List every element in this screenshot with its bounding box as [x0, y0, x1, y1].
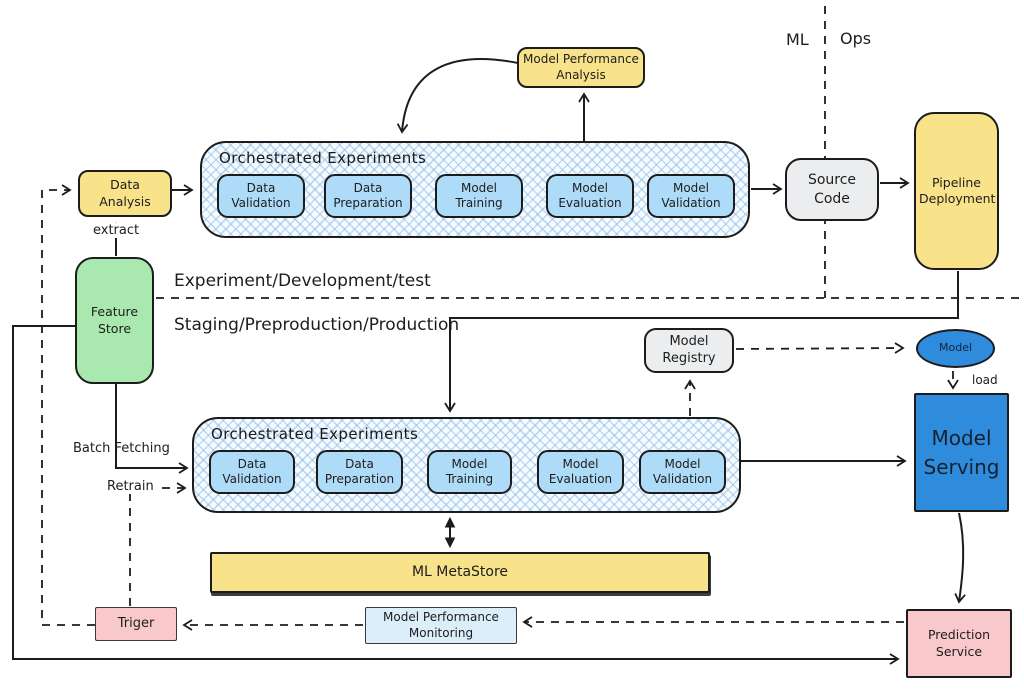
container-orchestrated-experiments-dev: Orchestrated Experiments Data Validation…	[200, 141, 750, 238]
node-trigger: Triger	[95, 607, 177, 641]
node-feature-store: Feature Store	[75, 257, 154, 384]
step-data-preparation: Data Preparation	[316, 450, 403, 494]
node-label: Feature Store	[90, 304, 139, 336]
node-data-analysis: Data Analysis	[78, 170, 172, 217]
node-source-code: Source Code	[785, 158, 879, 221]
step-model-validation: Model Validation	[639, 450, 726, 494]
node-ml-metastore: ML MetaStore	[210, 552, 710, 593]
edge-trigger-to-data-analysis	[41, 184, 95, 626]
node-model-serving: Model Serving	[914, 393, 1009, 512]
label-lane-experiment: Experiment/Development/test	[174, 271, 431, 291]
step-data-preparation: Data Preparation	[324, 174, 412, 218]
node-label: Model Performance Monitoring	[383, 609, 499, 640]
edge-registry-to-model	[735, 342, 905, 354]
node-label: Model Registry	[662, 333, 716, 366]
node-label: Model	[938, 341, 973, 355]
node-label: Prediction Service	[927, 627, 991, 659]
node-label: ML MetaStore	[411, 564, 509, 581]
node-label: Pipeline Deployment	[919, 174, 996, 206]
label-retrain: Retrain	[104, 479, 157, 494]
label-ops: Ops	[840, 29, 872, 48]
edge-feature-store-batch-fetching	[115, 384, 189, 474]
node-model: Model	[916, 329, 995, 368]
node-model-performance-monitoring: Model Performance Monitoring	[365, 607, 517, 644]
step-model-evaluation: Model Evaluation	[537, 450, 624, 494]
edge-model-serving-to-prediction-service	[954, 512, 966, 604]
edge-feature-store-to-prediction-service	[12, 325, 900, 665]
step-model-training: Model Training	[435, 174, 523, 218]
step-data-validation: Data Validation	[217, 174, 305, 218]
label-ml: ML	[786, 30, 809, 49]
step-data-validation: Data Validation	[209, 450, 295, 494]
node-label: Triger	[117, 615, 155, 631]
node-model-registry: Model Registry	[644, 328, 734, 373]
edge-pipeline-deployment-to-staging-experiments	[444, 271, 959, 413]
label-extract: extract	[90, 223, 143, 238]
edge-retrain	[129, 482, 187, 606]
step-model-validation: Model Validation	[647, 174, 735, 218]
node-prediction-service: Prediction Service	[906, 609, 1012, 678]
step-model-evaluation: Model Evaluation	[546, 174, 634, 218]
node-label: Data Analysis	[99, 177, 151, 209]
node-label: Model Serving	[923, 425, 1000, 479]
edge-performance-analysis-to-experiments	[396, 58, 519, 134]
container-title: Orchestrated Experiments	[211, 425, 419, 443]
step-model-training: Model Training	[427, 450, 512, 494]
label-lane-staging: Staging/Preproduction/Production	[174, 315, 460, 335]
node-label: Source Code	[807, 172, 857, 207]
node-pipeline-deployment: Pipeline Deployment	[914, 112, 999, 270]
label-load: load	[972, 373, 998, 387]
container-title: Orchestrated Experiments	[219, 149, 427, 167]
node-model-performance-analysis: Model Performance Analysis	[517, 47, 645, 88]
node-label: Model Performance Analysis	[523, 51, 639, 82]
label-batch-fetching: Batch Fetching	[73, 441, 170, 456]
container-orchestrated-experiments-prod: Orchestrated Experiments Data Validation…	[192, 417, 741, 513]
